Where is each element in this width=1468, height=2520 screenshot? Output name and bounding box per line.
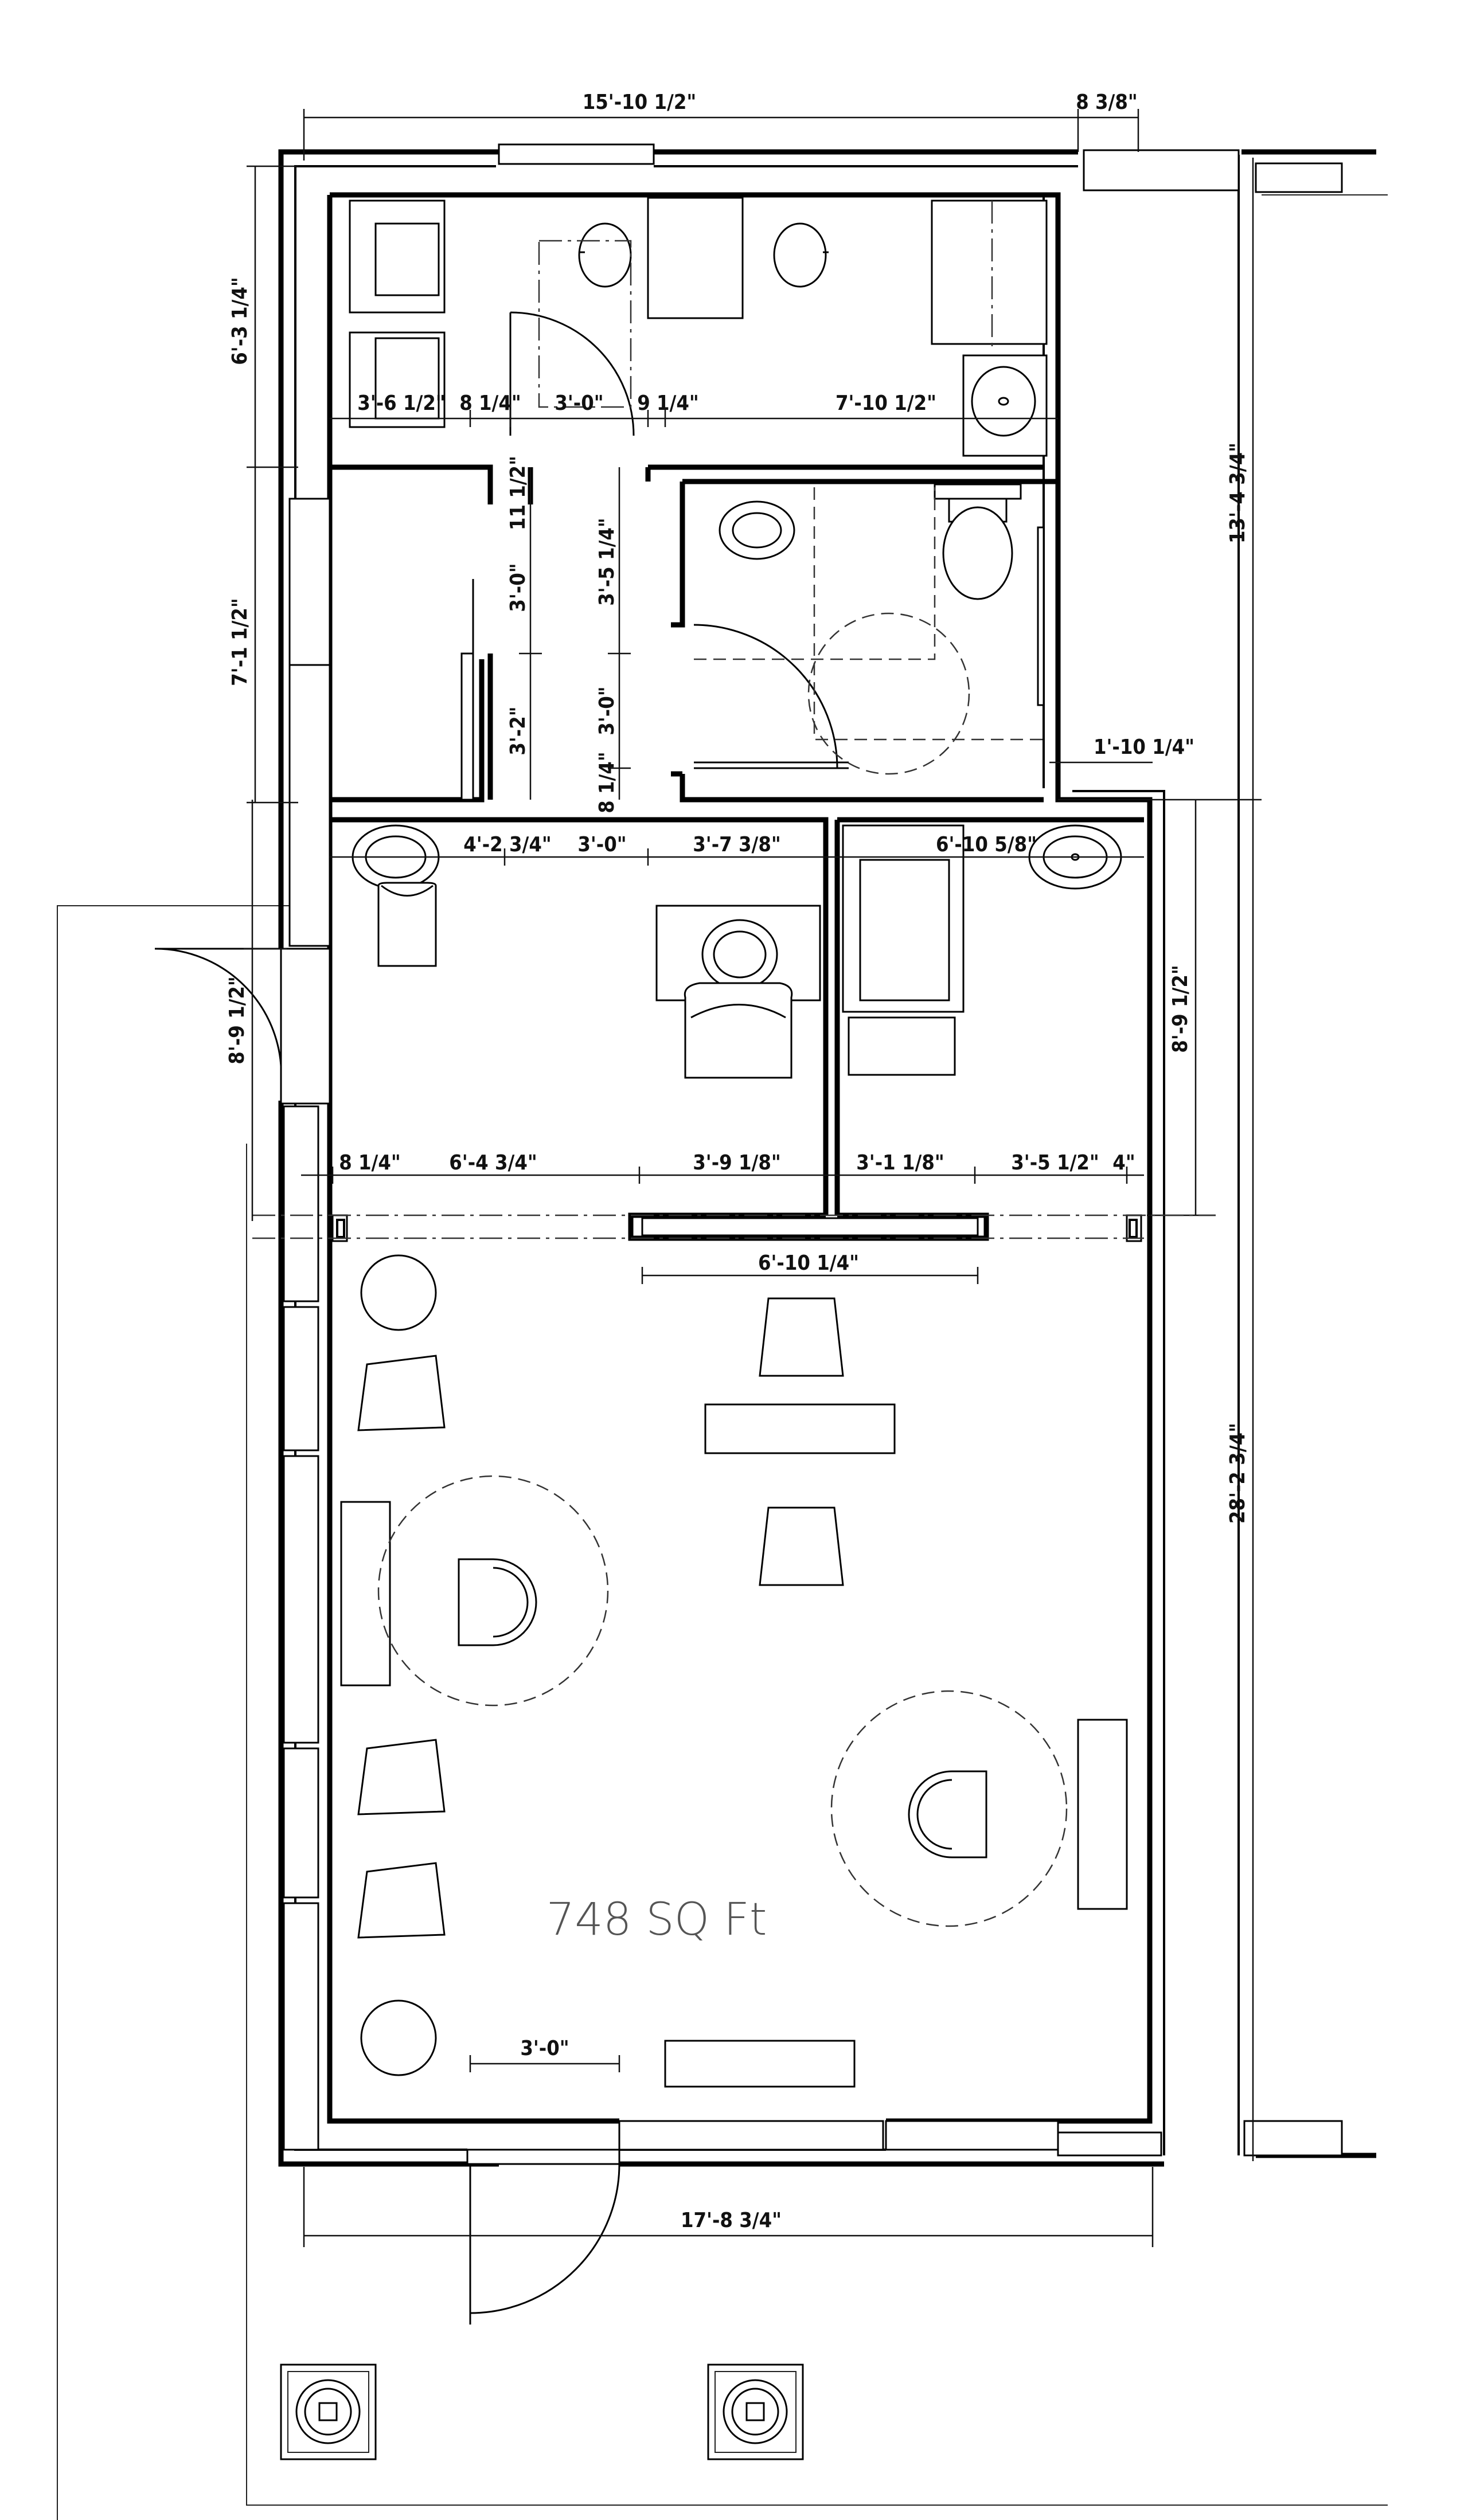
dim-corridor-f: 8 1/4" bbox=[595, 752, 619, 813]
dim-row3-a: 8 1/4" bbox=[339, 1151, 401, 1175]
dim-row2-c: 3'-7 3/8" bbox=[693, 833, 780, 856]
windows bbox=[283, 143, 1343, 2157]
dim-top-width: 15'-10 1/2" bbox=[583, 91, 697, 114]
dim-row1-b: 8 1/4" bbox=[459, 392, 521, 415]
dim-row3-d: 3'-1 1/8" bbox=[856, 1151, 944, 1175]
dim-corridor-c: 3'-2" bbox=[506, 706, 530, 755]
dim-row1-c: 3'-0" bbox=[555, 392, 603, 415]
dim-right-lower: 28'-2 3/4" bbox=[1226, 1423, 1250, 1524]
dim-side-door: 8'-9 1/2" bbox=[225, 976, 249, 1064]
dim-top-extension: 8 3/8" bbox=[1076, 91, 1138, 114]
dim-row3-e: 3'-5 1/2" bbox=[1011, 1151, 1099, 1175]
dim-row2-d: 6'-10 5/8" bbox=[936, 833, 1037, 856]
dim-right-upper: 13'-4 3/4" bbox=[1226, 443, 1250, 543]
area-label: 748 SQ Ft bbox=[546, 1894, 767, 1946]
dim-corridor-e: 3'-0" bbox=[595, 686, 619, 735]
dim-corridor-d: 3'-5 1/4" bbox=[595, 518, 619, 605]
porch-columns bbox=[280, 2364, 804, 2460]
dim-row2-a: 4'-2 3/4" bbox=[463, 833, 551, 856]
site-reference-lines bbox=[57, 194, 1388, 2520]
dim-corridor-b: 3'-0" bbox=[506, 563, 530, 612]
dim-bottom-width: 17'-8 3/4" bbox=[681, 2209, 782, 2232]
dim-row2-b: 3'-0" bbox=[577, 833, 626, 856]
dim-left-upper: 6'-3 1/4" bbox=[228, 277, 252, 365]
dim-right-middle: 8'-9 1/2" bbox=[1169, 965, 1192, 1052]
dim-door-bottom: 3'-0" bbox=[520, 2037, 569, 2060]
furniture bbox=[340, 1254, 1128, 2088]
interior-walls bbox=[330, 464, 1144, 1242]
dimension-labels: 15'-10 1/2" 8 3/8" 6'-3 1/4" 7'-1 1/2" 1… bbox=[225, 91, 1250, 2232]
dim-row3-c: 3'-9 1/8" bbox=[693, 1151, 780, 1175]
dimension-lines bbox=[244, 109, 1262, 2247]
dim-left-middle: 7'-1 1/2" bbox=[228, 598, 252, 686]
dim-corridor-a: 11 1/2" bbox=[506, 456, 530, 530]
dim-row1-e: 7'-10 1/2" bbox=[835, 392, 936, 415]
dim-row1-d: 9 1/4" bbox=[637, 392, 699, 415]
dim-row1-a: 3'-6 1/2" bbox=[357, 392, 445, 415]
exterior-walls bbox=[278, 149, 1376, 2167]
dim-bath-right: 1'-10 1/4" bbox=[1094, 735, 1194, 759]
dim-row3-f: 4" bbox=[1112, 1151, 1135, 1175]
plumbing-fixtures bbox=[349, 197, 1122, 1079]
doors bbox=[154, 311, 849, 2325]
dim-counter-width: 6'-10 1/4" bbox=[758, 1251, 859, 1275]
dim-row3-b: 6'-4 3/4" bbox=[449, 1151, 537, 1175]
